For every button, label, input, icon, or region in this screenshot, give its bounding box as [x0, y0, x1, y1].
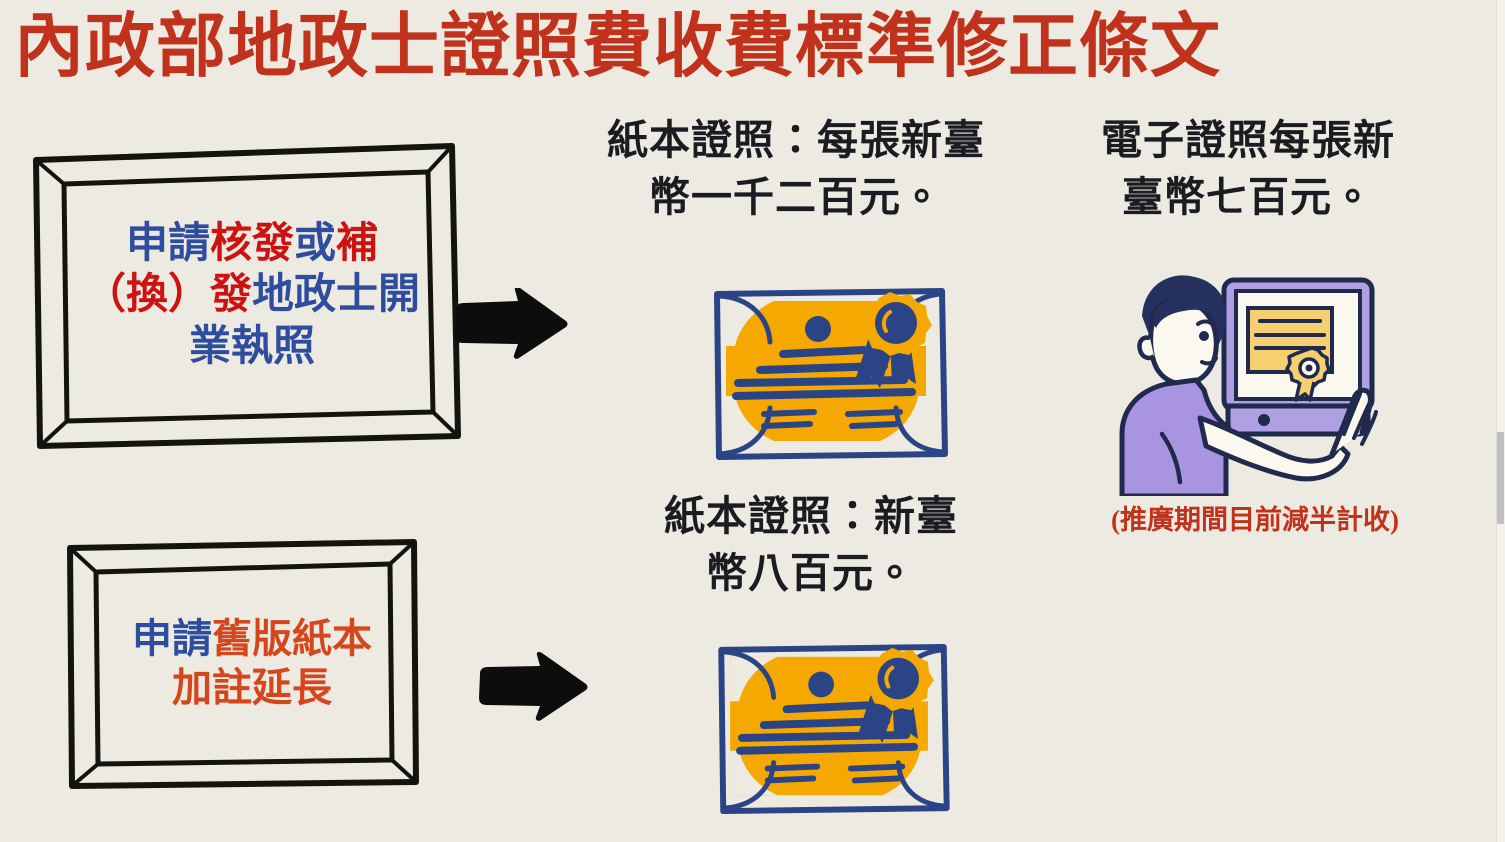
- cap-elec-line2: 臺幣七百元。: [1122, 173, 1374, 220]
- electronic-certificate-person-icon: [1104, 258, 1386, 496]
- cap-paper2-line1: 紙本證照：新臺: [664, 493, 958, 539]
- caption-electronic-certificate: 電子證照每張新 臺幣七百元。: [1048, 112, 1448, 225]
- box-application-old-paper-extension: 申請舊版紙本 加註延長: [64, 536, 422, 792]
- arrow-right-icon-bottom: [476, 652, 590, 722]
- note-promotion-half-price: (推廣期間目前減半計收): [1111, 505, 1399, 535]
- cap-paper1-line1: 紙本證照：每張新臺: [607, 117, 985, 163]
- arrow-right-icon-top: [452, 288, 570, 360]
- scrollbar-track[interactable]: [1496, 0, 1505, 842]
- box-application-new-license: 申請核發或補 （換）發地政士開 業執照: [28, 140, 464, 452]
- caption-paper-certificate-extension: 紙本證照：新臺 幣八百元。: [596, 488, 1026, 601]
- caption-paper-certificate-new: 紙本證照：每張新臺 幣一千二百元。: [566, 112, 1026, 225]
- scrollbar-thumb[interactable]: [1497, 432, 1504, 524]
- page-title: 內政部地政士證照費收費標準修正條文: [14, 9, 1221, 86]
- cap-paper2-line2: 幣八百元。: [706, 549, 916, 596]
- cap-paper1-line2: 幣一千二百元。: [649, 173, 943, 220]
- cap-elec-line1: 電子證照每張新: [1101, 117, 1395, 163]
- paper-certificate-icon-top: [704, 284, 954, 464]
- paper-certificate-icon-bottom: [708, 640, 956, 818]
